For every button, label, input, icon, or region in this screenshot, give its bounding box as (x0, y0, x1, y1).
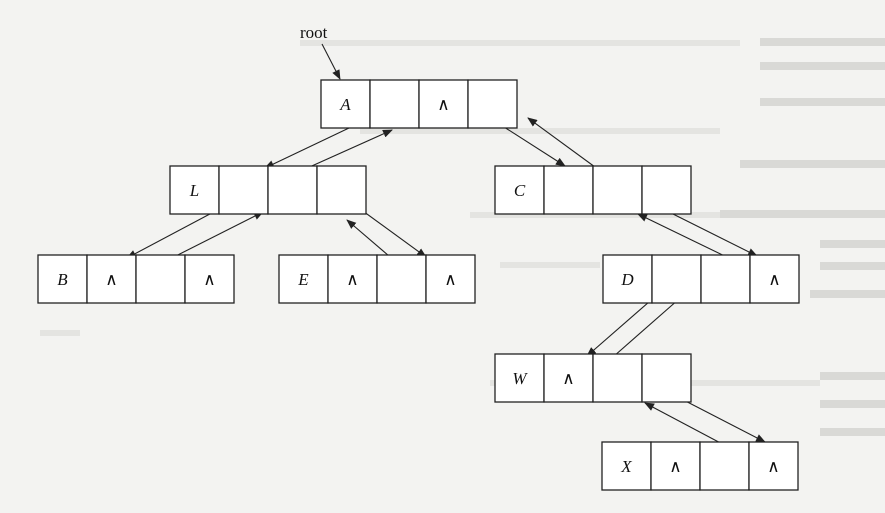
node-label-cell (494, 353, 545, 403)
node-label: C (514, 181, 526, 200)
node-label: L (189, 181, 199, 200)
node-field-cell (543, 353, 594, 403)
node-field-cell (592, 165, 643, 215)
node-label-cell (602, 254, 653, 304)
node-field-cell (376, 254, 427, 304)
node-label-cell (494, 165, 545, 215)
node-label: D (620, 270, 634, 289)
node-field-cell (316, 165, 367, 215)
null-symbol: ∧ (203, 270, 215, 290)
node-field-cell (749, 254, 800, 304)
node-label-cell (601, 441, 652, 491)
null-symbol: ∧ (669, 457, 681, 477)
node-label: W (512, 369, 528, 388)
node-field-cell (184, 254, 235, 304)
tree-node-l: L (169, 165, 367, 215)
root-pointer-label: root (300, 23, 328, 42)
node-field-cell (418, 79, 469, 129)
null-symbol: ∧ (346, 270, 358, 290)
node-field-cell (467, 79, 518, 129)
node-label: X (620, 457, 632, 476)
tree-node-a: A∧ (320, 79, 518, 129)
node-field-cell (369, 79, 420, 129)
node-label: B (57, 270, 68, 289)
parent-pointer-arrow (604, 291, 688, 365)
node-field-cell (700, 254, 751, 304)
node-field-cell (592, 353, 643, 403)
tree-node-d: D∧ (602, 254, 800, 304)
tree-node-b: B ∧ ∧ (37, 254, 235, 304)
node-field-cell (135, 254, 186, 304)
parent-pointer-arrow (637, 213, 738, 263)
node-field-cell (650, 441, 701, 491)
node-field-cell (748, 441, 799, 491)
node-field-cell (651, 254, 702, 304)
node-field-cell (267, 165, 318, 215)
node-field-cell (543, 165, 594, 215)
node-field-cell (641, 353, 692, 403)
tree-node-c: C (494, 165, 692, 215)
node-label-cell (37, 254, 88, 304)
null-symbol: ∧ (562, 369, 574, 389)
null-symbol: ∧ (444, 270, 456, 290)
node-field-cell (641, 165, 692, 215)
node-label-cell (169, 165, 220, 215)
node-field-cell (699, 441, 750, 491)
tree-node-x: X ∧ ∧ (601, 441, 799, 491)
node-field-cell (425, 254, 476, 304)
node-field-cell (218, 165, 269, 215)
tree-node-e: E ∧ ∧ (278, 254, 476, 304)
null-symbol: ∧ (437, 95, 449, 115)
null-symbol: ∧ (768, 270, 780, 290)
node-label: A (339, 95, 351, 114)
node-label: E (297, 270, 309, 289)
tree-node-w: W∧ (494, 353, 692, 403)
null-symbol: ∧ (105, 270, 117, 290)
null-symbol: ∧ (767, 457, 779, 477)
node-field-cell (327, 254, 378, 304)
root-pointer-arrow (321, 43, 341, 80)
